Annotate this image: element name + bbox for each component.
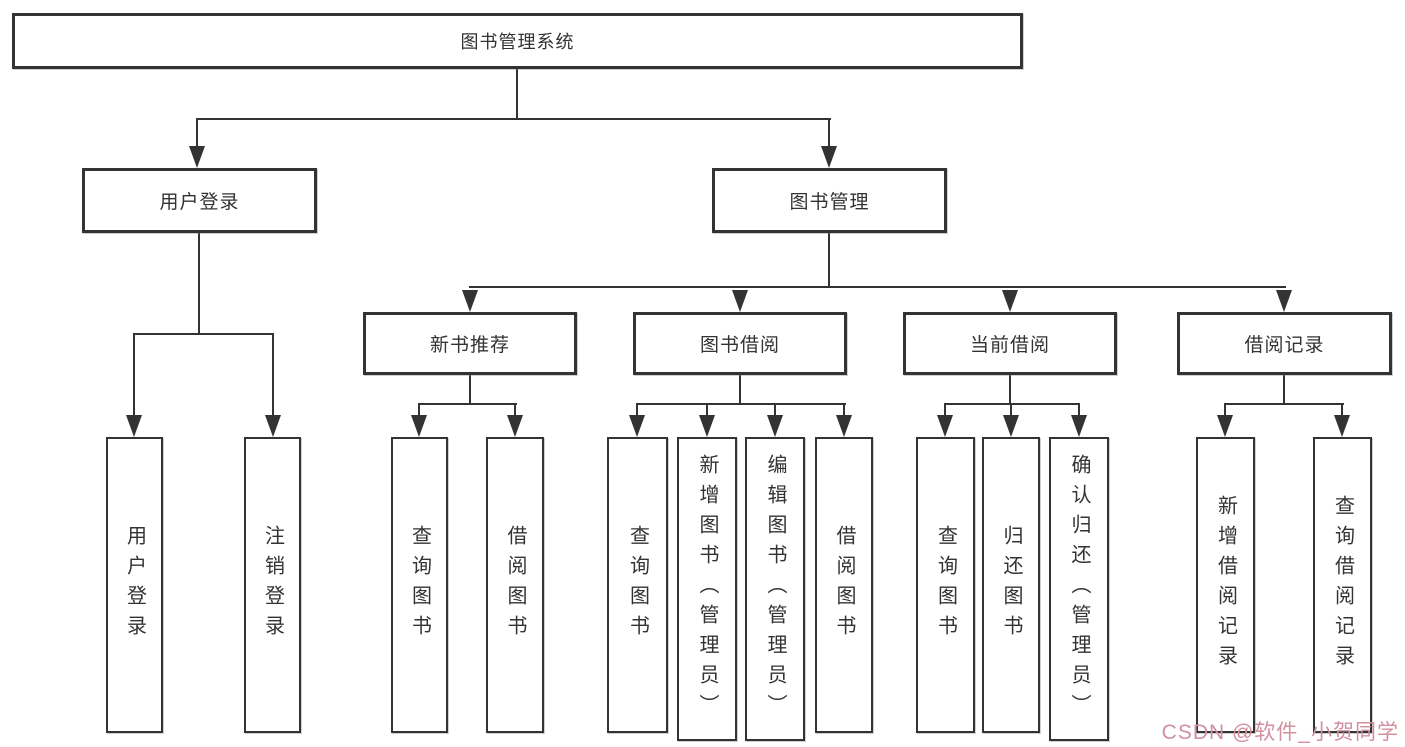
connector-line bbox=[636, 403, 846, 405]
arrowhead-down bbox=[1217, 415, 1233, 437]
node-rec-query-book-label: 查询图书 bbox=[408, 525, 431, 645]
connector-line bbox=[198, 233, 200, 335]
node-borrow-record-label: 借阅记录 bbox=[1244, 335, 1325, 356]
node-cb-query-book: 查询图书 bbox=[916, 437, 975, 733]
connector-line bbox=[516, 69, 518, 120]
node-new-book-rec-label: 新书推荐 bbox=[429, 335, 510, 356]
node-cb-return-book-label: 归还图书 bbox=[1000, 525, 1022, 645]
node-cb-return-book: 归还图书 bbox=[982, 437, 1040, 733]
node-new-book-rec: 新书推荐 bbox=[363, 312, 577, 375]
node-current-borrow: 当前借阅 bbox=[903, 312, 1117, 375]
node-cb-confirm-return-admin: 确认归还（管理员） bbox=[1049, 437, 1109, 741]
node-logout-label: 注销登录 bbox=[261, 525, 284, 645]
connector-line bbox=[706, 403, 708, 417]
arrowhead-down bbox=[507, 415, 523, 437]
node-root-label: 图书管理系统 bbox=[460, 32, 575, 52]
node-cb-confirm-return-admin-label: 确认归还（管理员） bbox=[1068, 454, 1090, 724]
arrowhead-down bbox=[411, 415, 427, 437]
arrowhead-down bbox=[189, 146, 205, 168]
node-borrow-record: 借阅记录 bbox=[1177, 312, 1392, 375]
connector-line bbox=[828, 118, 830, 148]
node-logout: 注销登录 bbox=[244, 437, 301, 733]
connector-line bbox=[196, 118, 198, 148]
arrowhead-down bbox=[699, 415, 715, 437]
connector-line bbox=[774, 403, 776, 417]
node-current-borrow-label: 当前借阅 bbox=[969, 335, 1050, 356]
connector-line bbox=[1341, 403, 1343, 417]
connector-line bbox=[1078, 403, 1080, 417]
connector-line bbox=[1010, 403, 1012, 417]
node-bb-borrow-book: 借阅图书 bbox=[815, 437, 873, 733]
node-br-add-record-label: 新增借阅记录 bbox=[1214, 495, 1237, 675]
connector-line bbox=[1224, 403, 1344, 405]
arrowhead-down bbox=[1003, 415, 1019, 437]
connector-line bbox=[944, 403, 1080, 405]
connector-line bbox=[944, 403, 946, 417]
node-bb-query-book: 查询图书 bbox=[607, 437, 668, 733]
arrowhead-down bbox=[836, 415, 852, 437]
node-book-borrow-label: 图书借阅 bbox=[699, 335, 780, 356]
arrowhead-down bbox=[629, 415, 645, 437]
node-book-mgmt-label: 图书管理 bbox=[789, 192, 870, 213]
connector-line bbox=[133, 333, 274, 335]
connector-line bbox=[418, 403, 420, 417]
node-bb-add-book-admin: 新增图书（管理员） bbox=[677, 437, 737, 741]
node-user-login-label: 用户登录 bbox=[159, 192, 240, 213]
arrowhead-down bbox=[126, 415, 142, 437]
node-bb-edit-book-admin: 编辑图书（管理员） bbox=[745, 437, 805, 741]
connector-line bbox=[1283, 375, 1285, 405]
arrowhead-down bbox=[265, 415, 281, 437]
arrowhead-down bbox=[732, 290, 748, 312]
arrowhead-down bbox=[1276, 290, 1292, 312]
connector-line bbox=[133, 333, 135, 415]
node-cb-query-book-label: 查询图书 bbox=[934, 525, 957, 645]
connector-line bbox=[636, 403, 638, 417]
connector-line bbox=[272, 333, 274, 415]
connector-line bbox=[469, 286, 1286, 288]
node-user-login: 用户登录 bbox=[82, 168, 317, 233]
node-login-label: 用户登录 bbox=[123, 525, 146, 645]
node-book-mgmt: 图书管理 bbox=[712, 168, 947, 233]
arrowhead-down bbox=[937, 415, 953, 437]
connector-line bbox=[739, 375, 741, 405]
node-rec-query-book: 查询图书 bbox=[391, 437, 448, 733]
connector-line bbox=[514, 403, 516, 417]
connector-line bbox=[469, 375, 471, 405]
connector-line bbox=[1009, 375, 1011, 405]
arrowhead-down bbox=[1071, 415, 1087, 437]
node-bb-edit-book-admin-label: 编辑图书（管理员） bbox=[764, 454, 786, 724]
node-book-borrow: 图书借阅 bbox=[633, 312, 847, 375]
arrowhead-down bbox=[821, 146, 837, 168]
connector-line bbox=[197, 118, 831, 120]
connector-line bbox=[1224, 403, 1226, 417]
arrowhead-down bbox=[1334, 415, 1350, 437]
arrowhead-down bbox=[462, 290, 478, 312]
node-bb-query-book-label: 查询图书 bbox=[626, 525, 649, 645]
node-br-query-record-label: 查询借阅记录 bbox=[1331, 495, 1354, 675]
node-root: 图书管理系统 bbox=[12, 13, 1023, 69]
node-login: 用户登录 bbox=[106, 437, 163, 733]
node-bb-add-book-admin-label: 新增图书（管理员） bbox=[696, 454, 718, 724]
connector-line bbox=[418, 403, 517, 405]
arrowhead-down bbox=[767, 415, 783, 437]
arrowhead-down bbox=[1002, 290, 1018, 312]
node-rec-borrow-book-label: 借阅图书 bbox=[504, 525, 526, 645]
connector-line bbox=[843, 403, 845, 417]
csdn-watermark: CSDN @软件_小贺同学 bbox=[1161, 721, 1399, 744]
node-bb-borrow-book-label: 借阅图书 bbox=[833, 525, 855, 645]
node-br-query-record: 查询借阅记录 bbox=[1313, 437, 1372, 733]
node-br-add-record: 新增借阅记录 bbox=[1196, 437, 1255, 733]
connector-line bbox=[828, 233, 830, 288]
node-rec-borrow-book: 借阅图书 bbox=[486, 437, 544, 733]
